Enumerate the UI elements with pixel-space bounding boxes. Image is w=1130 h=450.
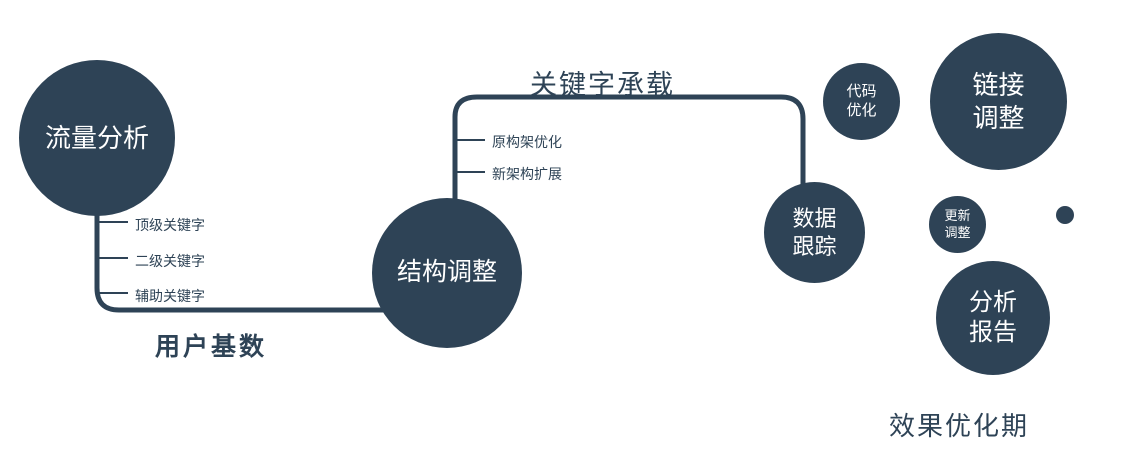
branch-label-new-architecture: 新架构扩展: [492, 166, 562, 182]
node-link-adjustment: 链接 调整: [930, 33, 1067, 170]
caption-effect-optimization-period: 效果优化期: [889, 411, 1030, 441]
node-code-optimization: 代码 优化: [823, 63, 900, 140]
node-label-line2: 报告: [969, 319, 1017, 346]
node-label-line2: 调整: [944, 224, 971, 240]
edge-user-base-path: [94, 180, 405, 313]
node-label: 结构调整: [396, 258, 497, 287]
edge-keyword-carrying-path: [452, 94, 806, 240]
branch-label-auxiliary-keyword: 辅助关键字: [135, 288, 205, 304]
node-label-line1: 更新: [944, 208, 971, 224]
edge-label-user-base: 用户基数: [155, 333, 268, 361]
node-structure-adjust: 结构调整: [372, 198, 522, 348]
node-label-line1: 代码: [846, 82, 877, 100]
node-analysis-report: 分析 报告: [936, 261, 1050, 375]
node-label-line1: 链接: [972, 70, 1025, 100]
node-label-line2: 优化: [846, 101, 877, 119]
edge-label-keyword-carrying: 关键字承载: [530, 70, 675, 100]
branch-label-secondary-keyword: 二级关键字: [135, 253, 205, 269]
node-label-line1: 分析: [969, 289, 1017, 316]
node-data-tracking: 数据 跟踪: [764, 182, 865, 283]
node-label-line2: 跟踪: [792, 233, 837, 259]
branch-label-top-keyword: 顶级关键字: [135, 217, 205, 233]
branch-label-original-architecture: 原构架优化: [492, 134, 562, 150]
node-update-adjustment: 更新 调整: [929, 196, 986, 253]
node-label-line1: 数据: [792, 206, 837, 231]
node-label-line2: 调整: [972, 102, 1025, 133]
node-label: 流量分析: [44, 122, 149, 153]
node-traffic-analysis: 流量分析: [19, 60, 175, 216]
dot-marker: [1056, 206, 1074, 224]
